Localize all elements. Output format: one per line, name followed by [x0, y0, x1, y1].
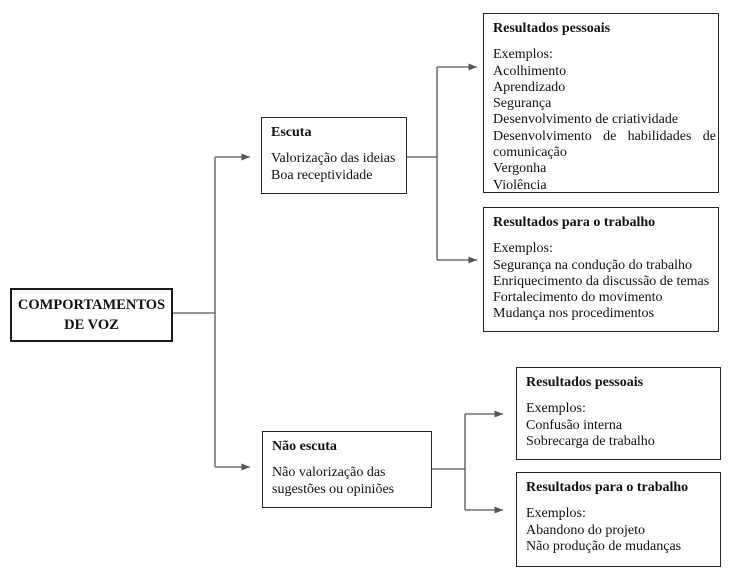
node-body: Exemplos: Confusão interna Sobrecarga de… — [526, 401, 718, 450]
node-title: Resultados para o trabalho — [493, 215, 656, 230]
list-item: Abandono do projeto — [526, 522, 645, 538]
node-line: Não valorização das sugestões ou opiniõe… — [272, 465, 395, 497]
node-body: Exemplos: Abandono do projeto Não produç… — [526, 506, 718, 555]
node-title: Resultados pessoais — [526, 375, 644, 390]
list-item: Acolhimento — [493, 63, 567, 79]
node-title: Escuta — [271, 125, 312, 140]
node-body: Exemplos: Acolhimento Aprendizado Segura… — [493, 47, 716, 194]
list-item: Vergonha — [493, 161, 547, 177]
list-item: Enriquecimento da discussão de temas — [493, 273, 710, 289]
list-item: Mudança nos procedimentos — [493, 306, 654, 322]
list-item: Segurança — [493, 96, 552, 112]
node-escuta-resultados-trabalho: Resultados para o trabalho Exemplos: Seg… — [483, 207, 719, 332]
list-item: Sobrecarga de trabalho — [526, 433, 655, 449]
node-title: Não escuta — [272, 439, 337, 454]
list-item: Violência — [493, 177, 547, 193]
node-escuta-resultados-pessoais: Resultados pessoais Exemplos: Acolhiment… — [483, 13, 719, 193]
examples-label: Exemplos: — [526, 506, 586, 522]
node-body: Exemplos: Segurança na condução do traba… — [493, 241, 716, 322]
node-nao-escuta: Não escuta Não valorização das sugestões… — [262, 431, 432, 508]
list-item: Não produção de mudanças — [526, 538, 682, 554]
list-item: Desenvolvimento de habilidades de comuni… — [493, 128, 716, 161]
node-body: Valorização das ideias Boa receptividade — [271, 151, 404, 184]
list-item: Segurança na condução do trabalho — [493, 257, 693, 273]
list-item: Fortalecimento do movimento — [493, 290, 663, 306]
node-title: Resultados para o trabalho — [526, 480, 689, 495]
node-line: Valorização das ideias — [271, 151, 396, 167]
node-nao-escuta-resultados-pessoais: Resultados pessoais Exemplos: Confusão i… — [516, 367, 721, 460]
node-comportamentos-de-voz: COMPORTAMENTOS DE VOZ — [10, 288, 173, 342]
node-body: Não valorização das sugestões ou opiniõe… — [272, 465, 429, 498]
examples-label: Exemplos: — [493, 241, 553, 257]
node-escuta: Escuta Valorização das ideias Boa recept… — [261, 117, 407, 194]
examples-label: Exemplos: — [526, 401, 586, 417]
node-title: Resultados pessoais — [493, 21, 611, 36]
examples-label: Exemplos: — [493, 47, 553, 63]
root-label: COMPORTAMENTOS DE VOZ — [17, 297, 166, 333]
list-item: Confusão interna — [526, 417, 623, 433]
node-nao-escuta-resultados-trabalho: Resultados para o trabalho Exemplos: Aba… — [516, 472, 721, 567]
node-line: Boa receptividade — [271, 167, 373, 183]
list-item: Desenvolvimento de criatividade — [493, 112, 679, 128]
list-item: Aprendizado — [493, 79, 566, 95]
